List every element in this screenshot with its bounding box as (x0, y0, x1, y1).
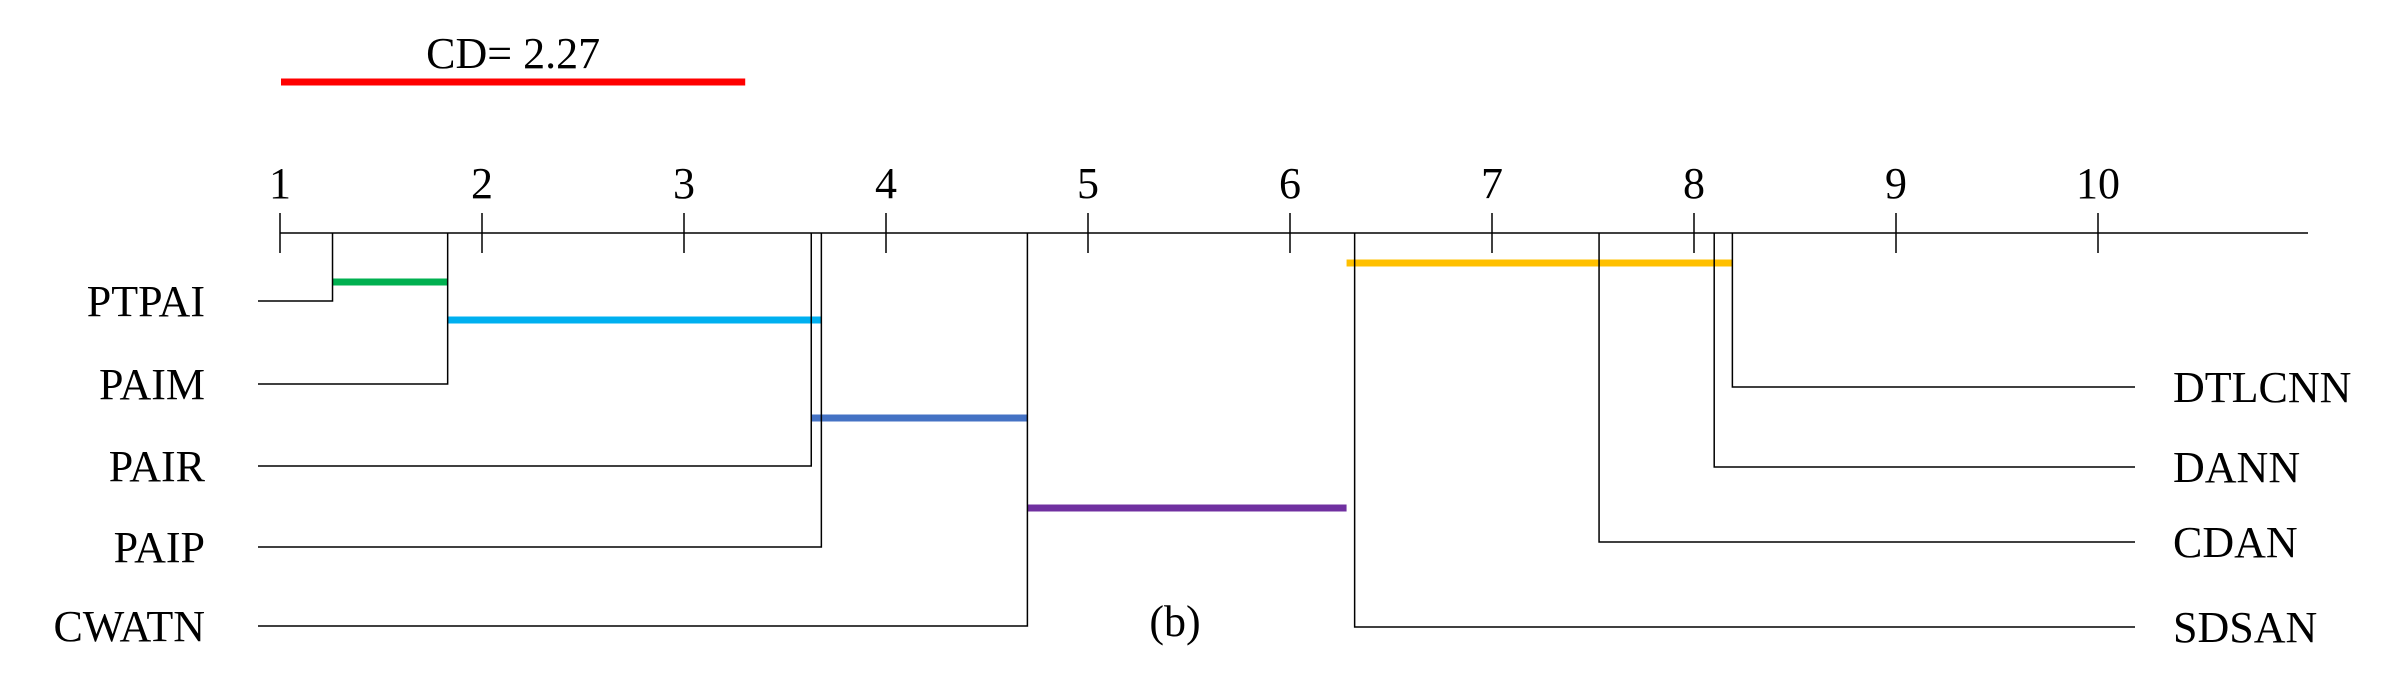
method-name: PAIP (114, 523, 205, 572)
method-connector (258, 233, 449, 385)
cd-bar-group: CD= 2.27 (281, 29, 746, 86)
method-connector (1353, 233, 2135, 628)
method-name: PTPAI (87, 277, 205, 326)
axis-tick-label: 7 (1481, 159, 1503, 208)
method-connector (258, 233, 1029, 627)
cd-label: CD= 2.27 (426, 29, 600, 78)
axis-tick-label: 4 (875, 159, 897, 208)
rank-axis: 1 2 3 4 5 6 7 8 9 10 (269, 159, 2308, 253)
axis-tick-label: 8 (1683, 159, 1705, 208)
axis-tick-label: 1 (269, 159, 291, 208)
axis-tick-label: 5 (1077, 159, 1099, 208)
method-connector (258, 233, 813, 467)
method-name: CWATN (53, 602, 205, 651)
method-name: SDSAN (2173, 603, 2317, 652)
method-name: DANN (2173, 443, 2300, 492)
axis-tick-label: 2 (471, 159, 493, 208)
method-name: PAIR (109, 442, 206, 491)
method-name: DTLCNN (2173, 363, 2351, 412)
clique-bars (332, 259, 1733, 512)
axis-tick-label: 10 (2076, 159, 2120, 208)
method-name: CDAN (2173, 518, 2298, 567)
method-connector (1713, 233, 2135, 468)
subfigure-label: (b) (1149, 597, 1200, 646)
axis-tick-label: 9 (1885, 159, 1907, 208)
method-connector (1598, 233, 2135, 543)
method-connector (258, 233, 823, 548)
axis-tick-label: 6 (1279, 159, 1301, 208)
method-connector (258, 233, 334, 302)
axis-tick-label: 3 (673, 159, 695, 208)
method-name: PAIM (99, 360, 205, 409)
method-connector (1731, 233, 2135, 388)
method-labels: PTPAI PAIM PAIR PAIP CWATN DTLCNN DANN CDAN SDSA… (53, 233, 2351, 652)
